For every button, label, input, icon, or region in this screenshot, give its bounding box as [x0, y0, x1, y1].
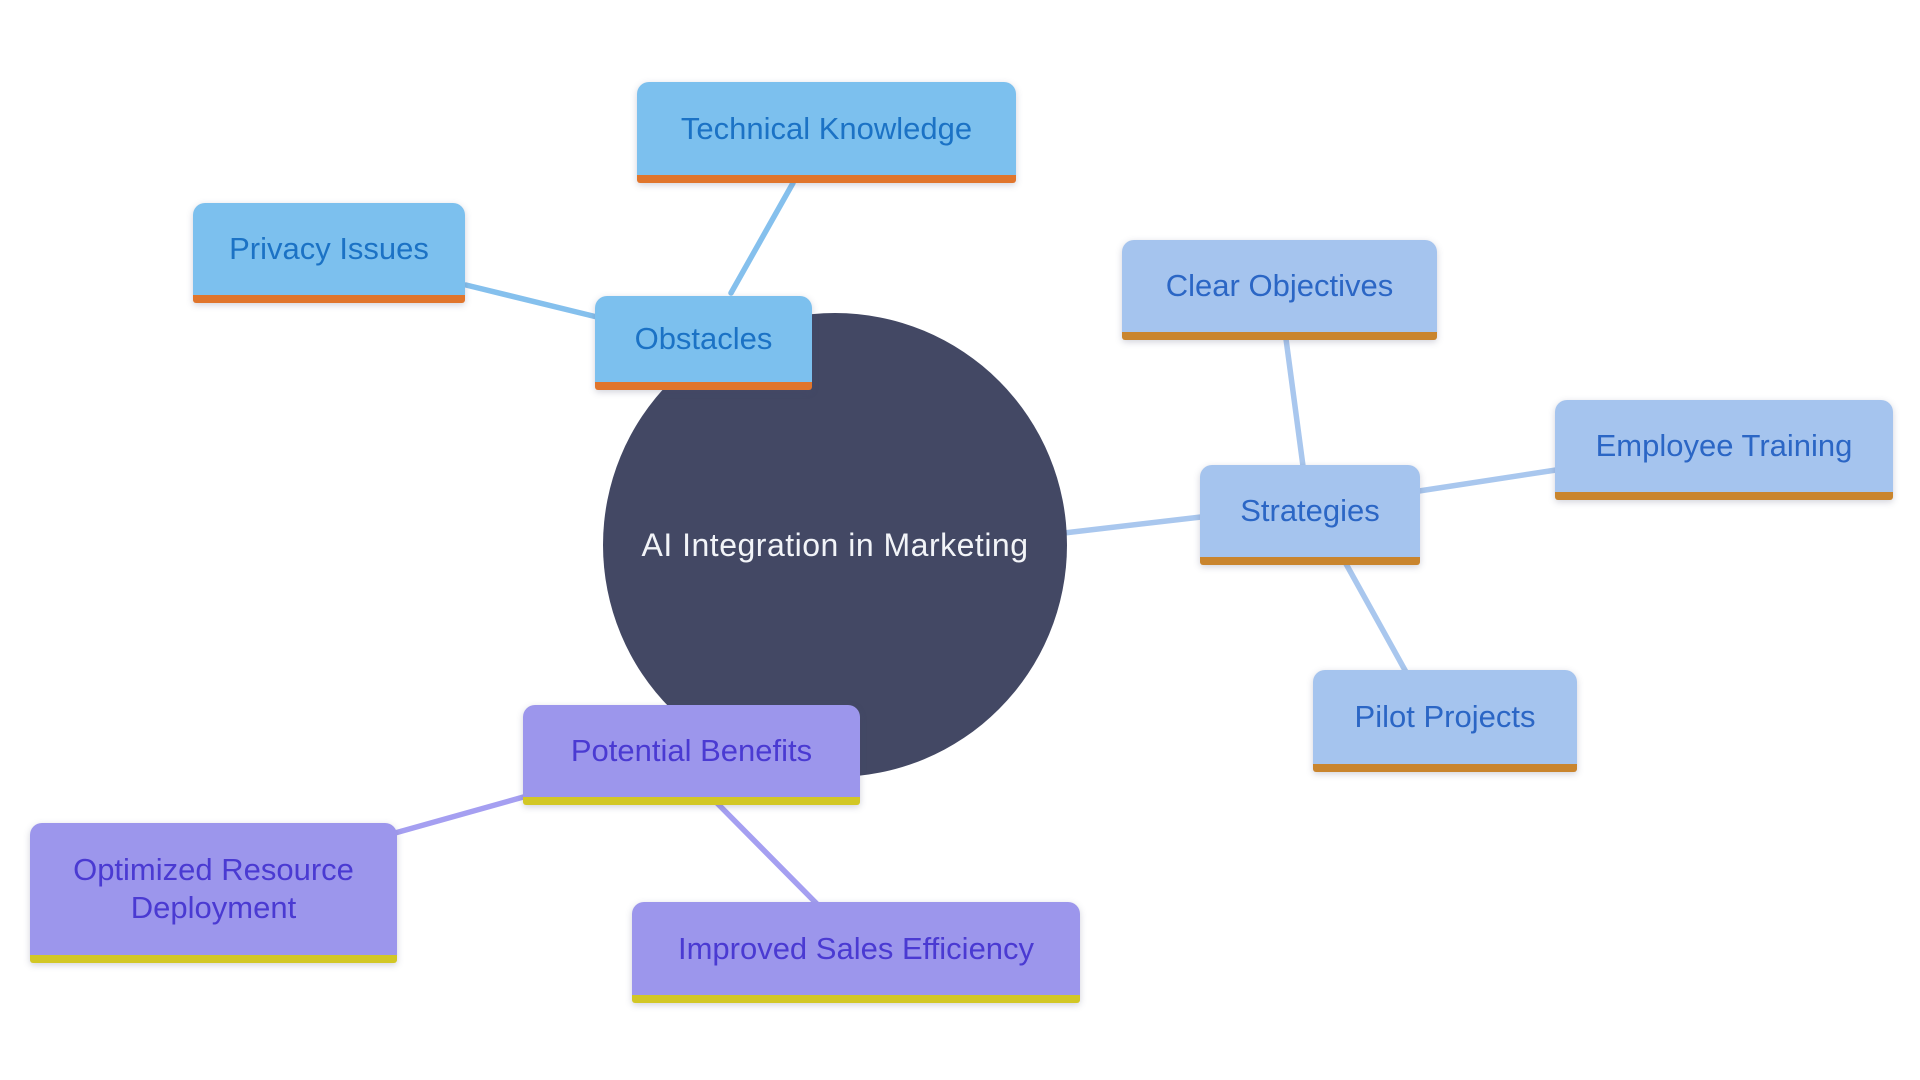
edge-potential-benefits-improved-sales [713, 799, 820, 907]
node-clear-objectives[interactable]: Clear Objectives [1122, 240, 1437, 340]
edge-center-strategies [1061, 514, 1204, 536]
edge-technical-knowledge-obstacles [728, 180, 796, 296]
node-label: Employee Training [1595, 428, 1853, 464]
node-label: Optimized Resource Deployment [73, 852, 354, 925]
node-obstacles[interactable]: Obstacles [595, 296, 812, 390]
central-topic-label: AI Integration in Marketing [641, 526, 1029, 563]
edge-privacy-issues-obstacles [463, 282, 600, 320]
node-privacy-issues[interactable]: Privacy Issues [193, 203, 465, 303]
node-label: Clear Objectives [1165, 268, 1394, 304]
node-label: Obstacles [634, 321, 773, 357]
node-label: Technical Knowledge [680, 110, 973, 146]
node-technical-knowledge[interactable]: Technical Knowledge [637, 82, 1016, 183]
edge-clear-objectives-strategies [1283, 336, 1306, 469]
node-label: Potential Benefits [570, 733, 813, 769]
node-label: Strategies [1240, 493, 1380, 529]
node-improved-sales-efficiency[interactable]: Improved Sales Efficiency [632, 902, 1080, 1003]
node-strategies[interactable]: Strategies [1200, 465, 1420, 565]
edge-strategies-employee-training [1416, 467, 1559, 494]
edge-strategies-pilot-projects [1342, 559, 1409, 675]
node-label: Pilot Projects [1354, 699, 1536, 735]
node-employee-training[interactable]: Employee Training [1555, 400, 1893, 500]
node-pilot-projects[interactable]: Pilot Projects [1313, 670, 1577, 772]
node-label: Improved Sales Efficiency [677, 930, 1035, 966]
central-topic-node[interactable]: AI Integration in Marketing [603, 313, 1067, 777]
node-label: Privacy Issues [229, 231, 429, 267]
node-optimized-resource-deployment[interactable]: Optimized Resource Deployment [30, 823, 397, 963]
edge-potential-benefits-optimized-resource [392, 793, 530, 836]
node-potential-benefits[interactable]: Potential Benefits [523, 705, 860, 805]
